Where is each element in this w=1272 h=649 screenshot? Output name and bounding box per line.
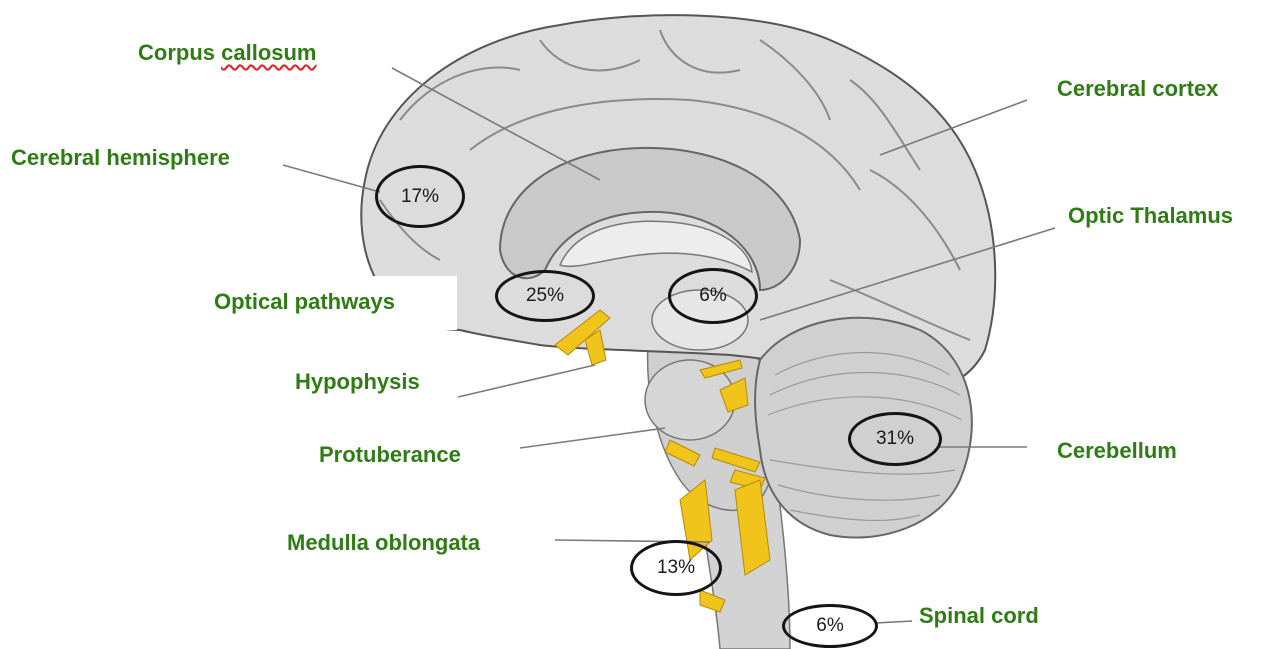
label-medulla-oblongata: Medulla oblongata bbox=[287, 530, 480, 556]
label-spinal-cord: Spinal cord bbox=[919, 603, 1039, 629]
label-cerebellum: Cerebellum bbox=[1057, 438, 1177, 464]
label-corpus-callosum-word1: Corpus bbox=[138, 40, 215, 65]
percent-circle-cerebral-hemisphere: 17% bbox=[375, 165, 465, 228]
label-cerebral-cortex: Cerebral cortex bbox=[1057, 76, 1218, 102]
label-optic-thalamus: Optic Thalamus bbox=[1068, 203, 1233, 229]
percent-circle-spinal-cord: 6% bbox=[782, 604, 878, 648]
label-optical-pathways: Optical pathways bbox=[214, 289, 395, 315]
percent-circle-optic-thalamus: 6% bbox=[668, 268, 758, 324]
label-corpus-callosum-word2: callosum bbox=[221, 40, 316, 65]
label-corpus-callosum: Corpus callosum bbox=[138, 40, 317, 66]
percent-circle-medulla-oblongata: 13% bbox=[630, 540, 722, 596]
percent-circle-cerebellum: 31% bbox=[848, 412, 942, 466]
label-protuberance: Protuberance bbox=[319, 442, 461, 468]
percent-circle-optical-pathways: 25% bbox=[495, 270, 595, 322]
label-hypophysis: Hypophysis bbox=[295, 369, 420, 395]
label-cerebral-hemisphere: Cerebral hemisphere bbox=[11, 145, 230, 171]
